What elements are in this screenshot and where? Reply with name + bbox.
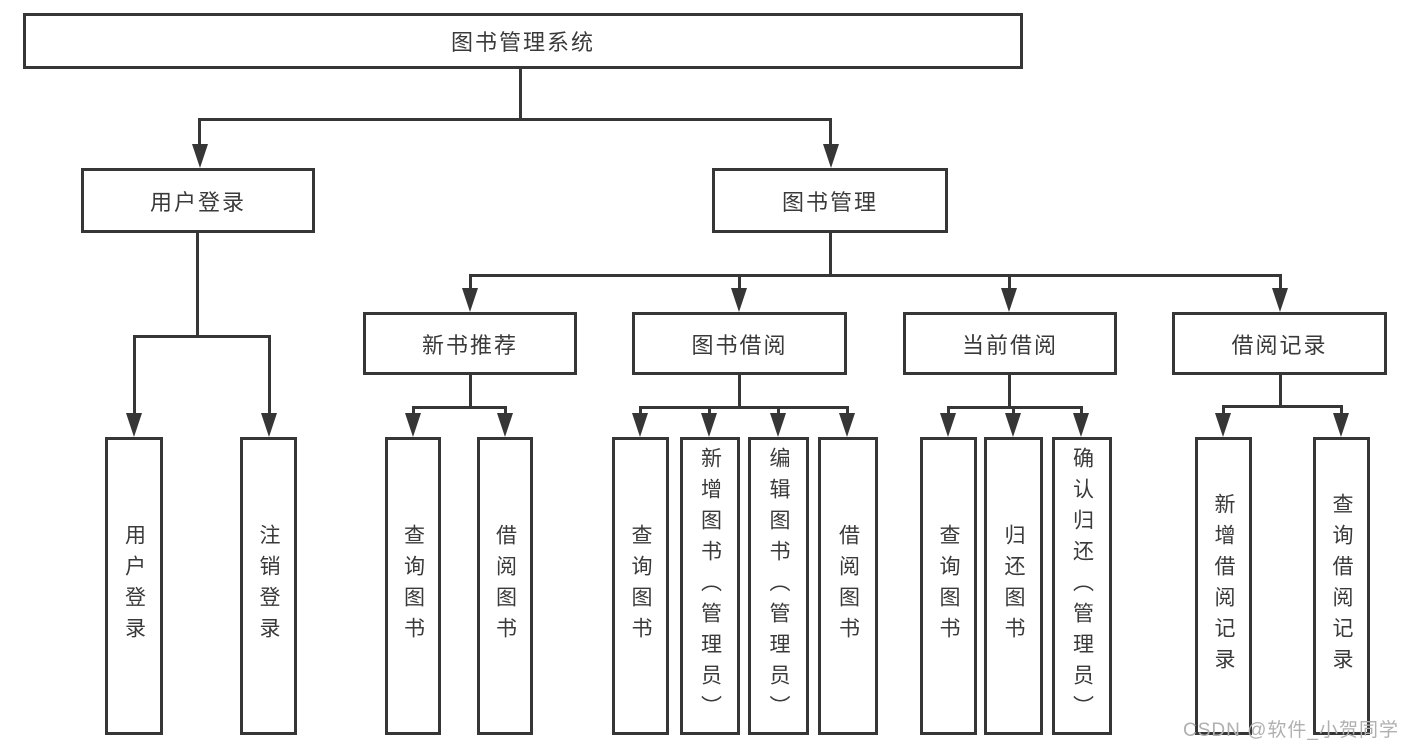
arrow-to-cb-confirm: [1073, 413, 1089, 437]
connector-bbborrow-stem: [846, 406, 849, 418]
leaf-br-add-label: 新增借阅记录: [1212, 493, 1235, 679]
leaf-cb-query-label: 查询图书: [937, 524, 960, 648]
node-user-login-label: 用户登录: [149, 189, 246, 215]
connector-cbquery-stem: [947, 406, 950, 418]
node-book-borrow: 图书借阅: [632, 312, 847, 375]
arrow-to-bb-add: [701, 413, 717, 437]
leaf-logout-label: 注销登录: [257, 524, 280, 648]
node-user-login: 用户登录: [81, 168, 315, 233]
leaf-bb-edit-label: 编辑图书（管理员）: [767, 446, 790, 726]
leaf-rec-borrow: 借阅图书: [477, 437, 533, 735]
connector-curborrow-stem: [1008, 274, 1011, 292]
leaf-bb-add: 新增图书（管理员）: [680, 437, 740, 735]
connector-login-stem: [133, 335, 136, 417]
connector-bookborrow-stem: [738, 274, 741, 292]
connector-recborrow-stem: [504, 406, 507, 418]
leaf-user-login-label: 用户登录: [122, 524, 146, 648]
node-borrow-rec-label: 借阅记录: [1231, 332, 1328, 358]
connector-bookmgmt-stem: [829, 118, 832, 148]
connector-recquery-stem: [412, 406, 415, 418]
arrow-to-br-add: [1215, 413, 1231, 437]
leaf-br-query-label: 查询借阅记录: [1330, 493, 1353, 679]
leaf-bb-edit: 编辑图书（管理员）: [748, 437, 809, 735]
node-root: 图书管理系统: [23, 13, 1023, 69]
connector-bbquery-stem: [639, 406, 642, 418]
connector-bookborrow-branch: [639, 406, 849, 409]
node-book-borrow-label: 图书借阅: [691, 332, 788, 358]
arrow-to-bb-query: [632, 413, 648, 437]
connector-userlogin-down: [196, 233, 199, 338]
connector-bradd-stem: [1222, 405, 1225, 418]
connector-borrowrec-stem: [1279, 274, 1282, 292]
connector-bookmgmt-down: [829, 233, 832, 277]
leaf-bb-query-label: 查询图书: [629, 524, 652, 648]
connector-newrec-down: [469, 375, 472, 409]
node-new-rec: 新书推荐: [363, 312, 577, 375]
arrow-to-cb-query: [940, 413, 956, 437]
arrow-to-new-rec: [462, 288, 478, 312]
arrow-to-logout: [261, 413, 277, 437]
arrow-to-rec-query: [405, 413, 421, 437]
connector-bbadd-stem: [708, 406, 711, 418]
arrow-to-cur-borrow: [1001, 288, 1017, 312]
connector-level1-branch: [198, 118, 832, 121]
arrow-to-bb-edit: [770, 413, 786, 437]
leaf-bb-add-label: 新增图书（管理员）: [698, 446, 722, 726]
leaf-cb-return-label: 归还图书: [1002, 524, 1025, 648]
leaf-cb-return: 归还图书: [984, 437, 1043, 735]
connector-userlogin-branch: [133, 335, 271, 338]
leaf-rec-query: 查询图书: [385, 437, 441, 735]
connector-newrec-stem: [469, 274, 472, 292]
connector-bbedit-stem: [777, 406, 780, 418]
leaf-bb-query: 查询图书: [612, 437, 669, 735]
leaf-rec-borrow-label: 借阅图书: [493, 524, 517, 648]
connector-curborrow-branch: [947, 406, 1083, 409]
leaf-bb-borrow-label: 借阅图书: [836, 524, 860, 648]
leaf-logout: 注销登录: [240, 437, 297, 735]
csdn-watermark: CSDN @软件_小贺同学: [1183, 720, 1399, 741]
node-cur-borrow: 当前借阅: [903, 312, 1117, 375]
node-new-rec-label: 新书推荐: [421, 332, 518, 358]
leaf-bb-borrow: 借阅图书: [818, 437, 878, 735]
connector-root-stem: [519, 69, 522, 120]
node-borrow-rec: 借阅记录: [1172, 312, 1387, 375]
connector-borrowrec-down: [1279, 375, 1282, 408]
connector-userlogin-stem: [198, 118, 201, 148]
arrow-to-book-mgmt: [823, 144, 839, 168]
arrow-to-login: [126, 413, 142, 437]
connector-level3-branch: [469, 274, 1282, 277]
arrow-to-cb-return: [1005, 413, 1021, 437]
connector-logout-stem: [268, 335, 271, 417]
arrow-to-br-query: [1333, 413, 1349, 437]
leaf-br-query: 查询借阅记录: [1313, 437, 1370, 735]
connector-brquery-stem: [1340, 405, 1343, 418]
arrow-to-user-login: [192, 144, 208, 168]
leaf-cb-confirm-label: 确认归还（管理员）: [1070, 446, 1094, 726]
arrow-to-bb-borrow: [839, 413, 855, 437]
node-root-label: 图书管理系统: [450, 30, 595, 55]
connector-cbreturn-stem: [1012, 406, 1015, 418]
leaf-cb-confirm: 确认归还（管理员）: [1052, 437, 1112, 735]
node-book-mgmt: 图书管理: [712, 168, 948, 233]
leaf-rec-query-label: 查询图书: [401, 524, 425, 648]
arrow-to-rec-borrow: [497, 413, 513, 437]
leaf-user-login: 用户登录: [105, 437, 163, 735]
node-cur-borrow-label: 当前借阅: [961, 332, 1058, 358]
leaf-cb-query: 查询图书: [920, 437, 977, 735]
connector-borrowrec-branch: [1222, 405, 1342, 408]
arrow-to-borrow-rec: [1272, 288, 1288, 312]
node-book-mgmt-label: 图书管理: [781, 189, 878, 215]
arrow-to-book-borrow: [731, 288, 747, 312]
connector-curborrow-down: [1008, 375, 1011, 409]
connector-newrec-branch: [412, 406, 507, 409]
connector-bookborrow-down: [738, 375, 741, 409]
leaf-br-add: 新增借阅记录: [1195, 437, 1252, 735]
connector-cbconfirm-stem: [1080, 406, 1083, 418]
